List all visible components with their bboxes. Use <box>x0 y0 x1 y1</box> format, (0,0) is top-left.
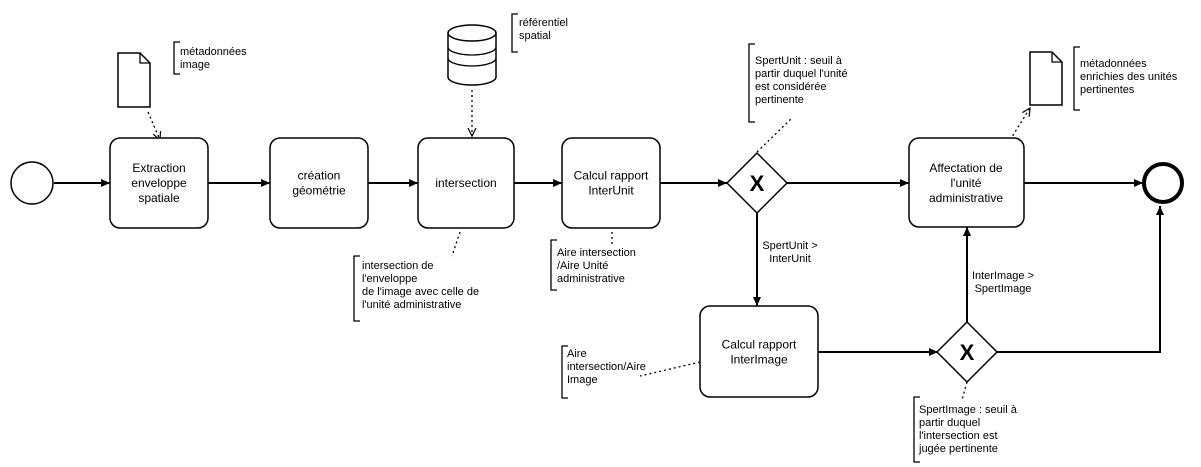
exclusive-gateway-interunit: X <box>725 151 789 215</box>
text-line: SpertImage <box>975 283 1032 295</box>
end-event <box>1142 162 1184 204</box>
text-line: l'unité <box>951 176 982 190</box>
text-line: image <box>180 59 210 71</box>
text-line: spatial <box>519 30 551 42</box>
assoc-metadonnees-enrichies <box>1009 108 1030 141</box>
task-intersection: intersection <box>417 137 515 229</box>
text-line: /Aire Unité <box>557 260 608 272</box>
text-line: création <box>298 169 341 183</box>
condition-interimage-gt-spertimage: InterImage >SpertImage <box>972 270 1034 295</box>
text-line: l'enveloppe <box>362 273 417 285</box>
text-line: Aire <box>567 348 587 360</box>
text-line: administrative <box>557 273 625 285</box>
text-line: enveloppe <box>131 176 187 190</box>
start-event <box>10 161 54 205</box>
text-line: InterImage <box>730 353 788 367</box>
text-line: Extraction <box>132 161 185 175</box>
text-line: intersection <box>435 176 496 190</box>
assoc-spertimage-note <box>961 381 968 401</box>
text-line: géométrie <box>292 184 346 198</box>
text-line: Calcul rapport <box>722 338 797 352</box>
text-line: partir duquel <box>919 417 980 429</box>
text-line: Calcul rapport <box>574 169 649 183</box>
text-line: intersection/Aire <box>567 361 646 373</box>
gateway-x-icon: X <box>960 340 975 365</box>
text-line: l'unité administrative <box>362 299 461 311</box>
text-line: est considérée <box>755 81 827 93</box>
text-line: SpertUnit > <box>762 240 817 252</box>
assoc-spertunit-note <box>756 117 793 153</box>
associations <box>147 90 1030 401</box>
assoc-metadonnees-image <box>147 111 160 140</box>
text-line: métadonnées <box>180 46 247 58</box>
text-line: InterImage > <box>972 270 1034 282</box>
text-line: l'intersection est <box>919 430 998 442</box>
text-line: enrichies des unités <box>1080 71 1178 83</box>
text-line: spatiale <box>138 191 180 205</box>
gateway-x-icon: X <box>750 171 765 196</box>
text-line: pertinente <box>755 94 804 106</box>
assoc-aire-image <box>639 361 701 377</box>
text-line: métadonnées <box>1080 58 1147 70</box>
data-object-metadonnees-enrichies <box>1029 51 1063 106</box>
data-object-metadonnees-image <box>117 52 151 108</box>
text-line: partir duquel l'unité <box>755 68 848 80</box>
text-line: SpertImage : seuil à <box>919 404 1018 416</box>
svg-text:intersection: intersection <box>435 176 496 190</box>
data-store-referentiel-spatial <box>447 24 497 86</box>
text-line: InterUnit <box>588 184 634 198</box>
text-line: intersection de <box>362 260 434 272</box>
condition-spertunit-gt-interunit: SpertUnit >InterUnit <box>762 240 817 265</box>
text-line: InterUnit <box>769 253 811 265</box>
text-line: Aire intersection <box>557 247 636 259</box>
text-line: pertinentes <box>1080 84 1135 96</box>
text-line: SpertUnit : seuil à <box>755 55 843 67</box>
text-line: jugée pertinente <box>918 443 998 455</box>
text-line: référentiel <box>519 17 568 29</box>
text-line: de l'image avec celle de <box>362 286 479 298</box>
sequence-flows <box>54 179 1164 356</box>
exclusive-gateway-interimage: X <box>935 320 999 384</box>
text-line: administrative <box>929 191 1003 205</box>
text-line: Image <box>567 374 598 386</box>
flow-gateway2-end <box>996 206 1164 353</box>
assoc-intersection-note <box>451 231 461 257</box>
text-line: Affectation de <box>929 161 1002 175</box>
